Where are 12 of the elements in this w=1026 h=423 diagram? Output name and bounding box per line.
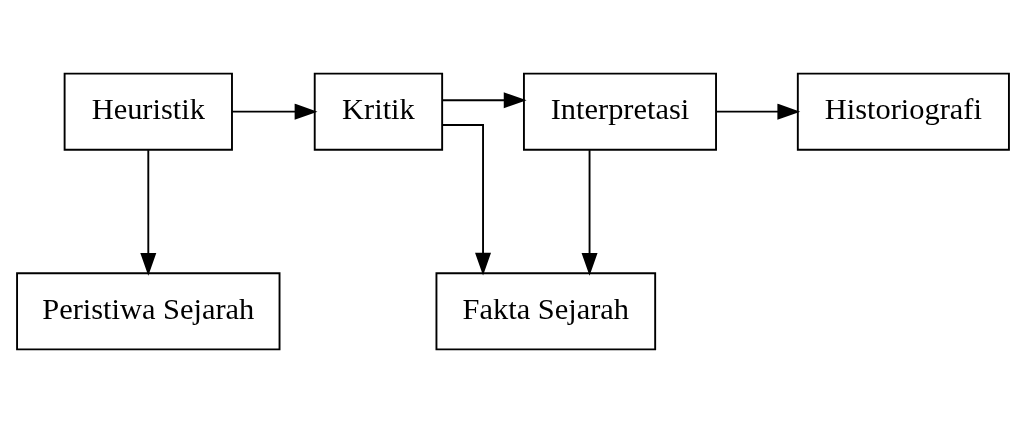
node-box: Kritik (313, 72, 444, 151)
node-box: Heuristik (63, 72, 233, 151)
arrow (140, 149, 157, 276)
node-box: Fakta Sejarah (435, 272, 657, 351)
node-box: Historiografi (796, 72, 1010, 151)
arrow (581, 149, 598, 276)
arrow (441, 124, 492, 276)
arrow (441, 92, 527, 109)
arrow (715, 103, 801, 120)
node-box: Peristiwa Sejarah (16, 272, 281, 351)
node-box: Interpretasi (523, 72, 717, 151)
arrow (231, 103, 318, 120)
